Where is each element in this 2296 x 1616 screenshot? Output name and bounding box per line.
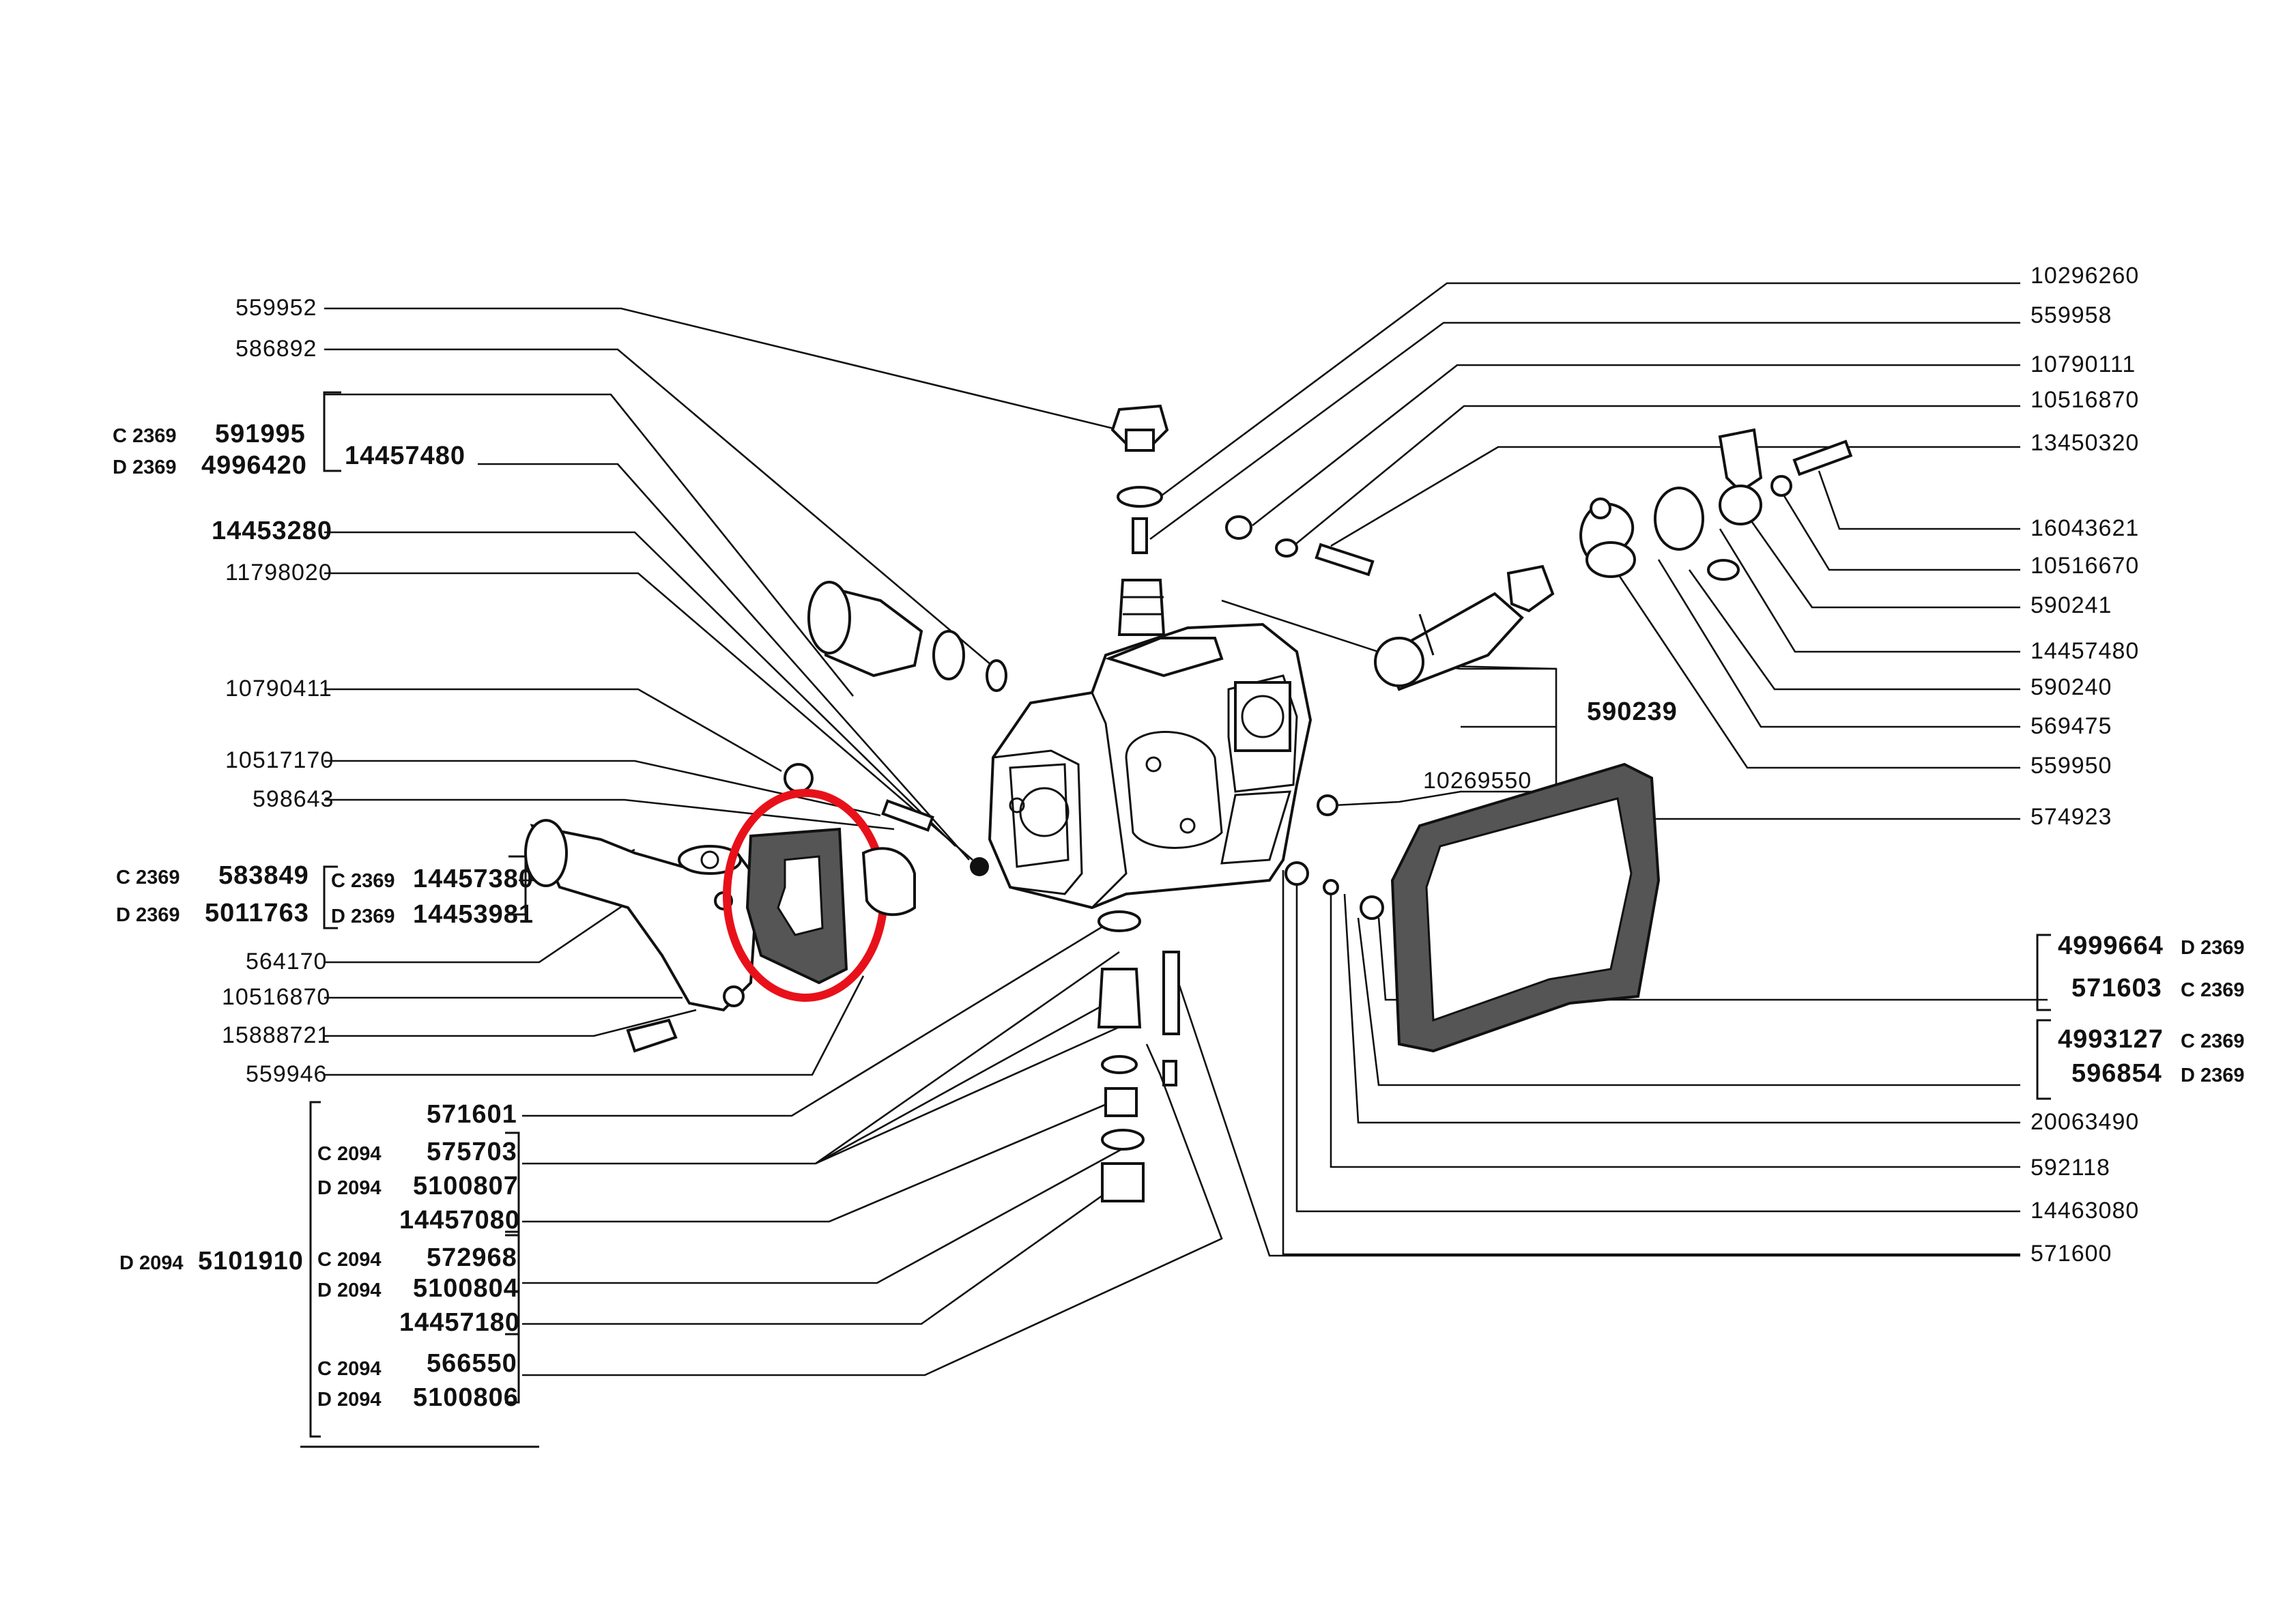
- label-14457480-right: 14457480: [2030, 638, 2139, 664]
- label-10516870-left: 10516870: [222, 984, 330, 1010]
- label-559958: 559958: [2030, 302, 2112, 328]
- label-10790411: 10790411: [225, 676, 332, 702]
- code-c2369-c: C 2369: [331, 870, 395, 892]
- right-cover-gasket: [1285, 762, 1661, 1053]
- label-566550: 566550: [427, 1349, 517, 1378]
- label-14453981: 14453981: [413, 900, 534, 929]
- label-574923: 574923: [2030, 804, 2112, 830]
- label-571600: 571600: [2030, 1241, 2112, 1267]
- right-linkage: [1225, 428, 1853, 816]
- small-nut-and-stud: [784, 763, 989, 876]
- label-571603: 571603: [2071, 974, 2162, 1002]
- left-inlet-union: [807, 581, 1007, 692]
- label-586892: 586892: [235, 336, 317, 362]
- label-4999664: 4999664: [2058, 932, 2164, 960]
- code-c2094-c: C 2094: [317, 1358, 382, 1380]
- code-c2369-r1: C 2369: [2181, 979, 2245, 1001]
- code-d2369-a: D 2369: [113, 457, 177, 478]
- label-5101910: 5101910: [198, 1247, 304, 1275]
- label-10517170: 10517170: [225, 747, 334, 773]
- label-591995: 591995: [215, 420, 306, 448]
- leader-lines: [324, 282, 2048, 1376]
- label-5011763: 5011763: [205, 899, 309, 927]
- code-d2369-b: D 2369: [116, 904, 180, 926]
- highlighted-gasket: [723, 789, 916, 1002]
- label-596854: 596854: [2071, 1059, 2162, 1088]
- pump-body: [988, 622, 1312, 910]
- label-590240: 590240: [2030, 674, 2112, 700]
- label-16043621: 16043621: [2030, 515, 2139, 541]
- label-569475: 569475: [2030, 713, 2112, 739]
- label-14457180: 14457180: [399, 1308, 520, 1337]
- code-d2369-r1: D 2369: [2181, 937, 2245, 959]
- label-10516670: 10516670: [2030, 553, 2139, 579]
- label-4993127: 4993127: [2058, 1025, 2164, 1054]
- code-d2094-main: D 2094: [119, 1252, 184, 1274]
- label-10296260: 10296260: [2030, 263, 2139, 289]
- label-572968: 572968: [427, 1243, 517, 1272]
- bottom-valve-stack: [1097, 910, 1180, 1202]
- label-15888721: 15888721: [222, 1022, 330, 1048]
- top-plug-stack: [1110, 404, 1169, 636]
- label-4996420: 4996420: [201, 451, 307, 480]
- label-20063490: 20063490: [2030, 1109, 2139, 1135]
- label-571601: 571601: [427, 1100, 517, 1129]
- label-559952: 559952: [235, 295, 317, 321]
- label-11798020: 11798020: [225, 560, 332, 586]
- label-598643: 598643: [253, 786, 334, 812]
- left-outlet-fitting: [524, 819, 760, 1053]
- label-559950: 559950: [2030, 753, 2112, 779]
- label-583849: 583849: [218, 861, 309, 890]
- code-d2369-c: D 2369: [331, 906, 395, 927]
- label-10269550: 10269550: [1423, 768, 1532, 794]
- label-5100804: 5100804: [413, 1274, 519, 1303]
- label-5100807: 5100807: [413, 1172, 519, 1200]
- brackets: [300, 391, 2051, 1448]
- code-c2369-r2: C 2369: [2181, 1030, 2245, 1052]
- code-d2094-b: D 2094: [317, 1280, 382, 1301]
- label-10516870-right: 10516870: [2030, 387, 2139, 413]
- label-590239: 590239: [1587, 697, 1678, 726]
- code-d2369-r2: D 2369: [2181, 1065, 2245, 1086]
- left-labels: 559952 586892 C 2369 591995 D 2369 49964…: [113, 295, 534, 1412]
- label-559946: 559946: [246, 1061, 327, 1087]
- label-5100806: 5100806: [413, 1383, 519, 1412]
- code-c2094-a: C 2094: [317, 1143, 382, 1165]
- code-c2094-b: C 2094: [317, 1249, 382, 1271]
- label-14457480-left: 14457480: [345, 442, 465, 470]
- label-575703: 575703: [427, 1138, 517, 1166]
- label-592118: 592118: [2030, 1155, 2110, 1181]
- label-13450320: 13450320: [2030, 430, 2139, 456]
- code-c2369-a: C 2369: [113, 425, 177, 447]
- label-564170: 564170: [246, 949, 327, 975]
- code-d2094-a: D 2094: [317, 1177, 382, 1199]
- label-590241: 590241: [2030, 592, 2112, 618]
- label-14457080: 14457080: [399, 1206, 520, 1235]
- label-14463080: 14463080: [2030, 1198, 2139, 1224]
- label-14457380: 14457380: [413, 865, 534, 893]
- code-d2094-c: D 2094: [317, 1389, 382, 1411]
- code-c2369-b: C 2369: [116, 867, 180, 889]
- label-14453280: 14453280: [212, 517, 332, 545]
- label-10790111: 10790111: [2030, 351, 2136, 377]
- right-labels: 10296260 559958 10790111 10516870 134503…: [1423, 263, 2245, 1267]
